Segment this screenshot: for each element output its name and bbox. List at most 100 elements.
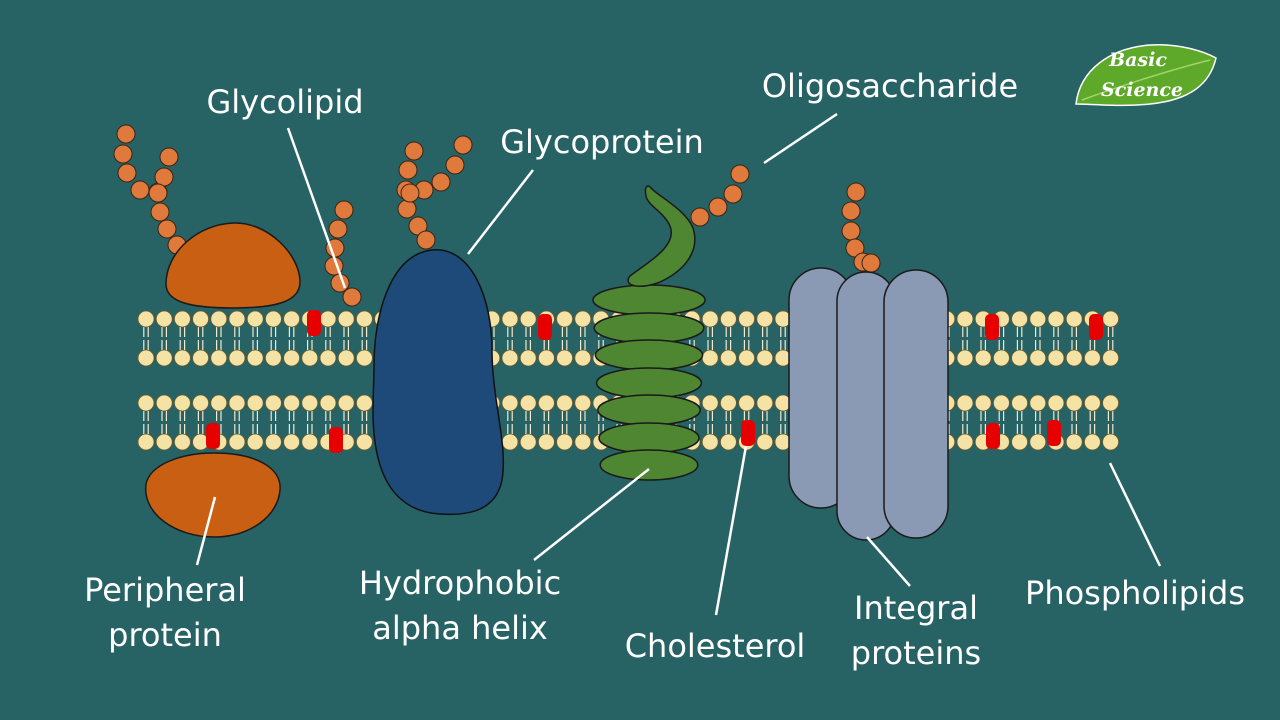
oligosaccharide-bead bbox=[113, 144, 133, 164]
phospholipid-head bbox=[264, 349, 282, 367]
phospholipid-head bbox=[574, 310, 592, 328]
phospholipid-head bbox=[538, 433, 555, 451]
label-oligosaccharide: Oligosaccharide bbox=[762, 67, 1018, 105]
phospholipid-head bbox=[192, 349, 210, 367]
oligosaccharide-chains bbox=[113, 124, 881, 307]
oligosaccharide-bead bbox=[116, 124, 136, 144]
phospholipid-head bbox=[701, 394, 719, 412]
phospholipid-head bbox=[738, 349, 755, 367]
phospholipid-head bbox=[1084, 394, 1101, 412]
phospholipid-head bbox=[337, 310, 355, 328]
alpha-helix bbox=[592, 185, 706, 481]
cholesterol-molecule bbox=[329, 427, 343, 453]
helix-coil bbox=[593, 312, 705, 344]
oligosaccharide-bead bbox=[159, 147, 179, 167]
phospholipid-head bbox=[210, 310, 228, 328]
phospholipid-head bbox=[137, 349, 155, 367]
peripheral-protein-top bbox=[165, 222, 301, 309]
phospholipid-head bbox=[556, 349, 573, 367]
phospholipid-head bbox=[264, 433, 282, 451]
phospholipid-head bbox=[1084, 349, 1101, 367]
integral-protein-right bbox=[883, 269, 949, 539]
phospholipid-head bbox=[1011, 433, 1028, 451]
phospholipid-head bbox=[1047, 349, 1065, 367]
phospholipid-head bbox=[1102, 433, 1119, 451]
phospholipid-head bbox=[228, 310, 246, 328]
phospholipid-head bbox=[192, 310, 210, 328]
phospholipid-head bbox=[228, 349, 246, 367]
phospholipid-head bbox=[173, 349, 191, 367]
phospholipid-head bbox=[355, 394, 373, 412]
label-glycoprotein: Glycoprotein bbox=[500, 123, 704, 161]
phospholipid-head bbox=[701, 349, 719, 367]
phospholipid-head bbox=[210, 394, 228, 412]
label-hydrophobic-line1: Hydrophobic bbox=[359, 564, 561, 602]
cholesterol-molecule bbox=[985, 314, 999, 340]
integral-proteins-pointer bbox=[866, 536, 911, 587]
oligosaccharide-bead bbox=[150, 202, 170, 222]
phospholipid-head bbox=[574, 394, 592, 412]
phospholipid-head bbox=[173, 394, 191, 412]
phospholipid-head bbox=[155, 394, 173, 412]
phospholipid-head bbox=[720, 433, 737, 451]
oligosaccharide-bead bbox=[398, 160, 418, 180]
phospholipid-head bbox=[519, 349, 537, 367]
phospholipid-head bbox=[720, 349, 737, 367]
cholesterol-molecule bbox=[206, 423, 220, 449]
phospholipid-head bbox=[720, 310, 737, 328]
oligosaccharide-bead bbox=[157, 219, 177, 239]
cholesterol-pointer bbox=[714, 445, 748, 616]
glycoprotein-body bbox=[372, 249, 505, 516]
phospholipid-head bbox=[1102, 394, 1119, 412]
phospholipid-head bbox=[756, 349, 774, 367]
phospholipid-head bbox=[956, 310, 974, 328]
phospholipid-head bbox=[173, 433, 191, 451]
phospholipid-head bbox=[1047, 310, 1065, 328]
phospholipid-head bbox=[956, 433, 974, 451]
phospholipid-head bbox=[1065, 433, 1083, 451]
cholesterol-group bbox=[206, 310, 1103, 453]
phospholipid-head bbox=[355, 433, 373, 451]
phospholipid-head bbox=[264, 394, 282, 412]
phospholipid-head bbox=[974, 349, 992, 367]
phospholipid-head bbox=[192, 394, 210, 412]
oligosaccharide-bead bbox=[416, 230, 436, 250]
phospholipid-head bbox=[301, 349, 319, 367]
oligosaccharide-pointer bbox=[763, 112, 838, 165]
phospholipid-head bbox=[137, 433, 155, 451]
phospholipid-head bbox=[519, 394, 537, 412]
phospholipid-head bbox=[738, 394, 755, 412]
phospholipid-head bbox=[956, 394, 974, 412]
phospholipid-head bbox=[1102, 349, 1119, 367]
leaf-vein-icon bbox=[1081, 59, 1211, 101]
phospholipid-head bbox=[1029, 394, 1047, 412]
oligosaccharide-bead bbox=[400, 183, 420, 203]
phospholipid-head bbox=[701, 433, 719, 451]
alpha-helix-pointer bbox=[533, 468, 650, 561]
phospholipid-head bbox=[337, 394, 355, 412]
oligosaccharide-bead bbox=[130, 180, 150, 200]
phospholipid-head bbox=[246, 310, 264, 328]
label-phospholipids: Phospholipids bbox=[1025, 574, 1245, 612]
phospholipid-head bbox=[301, 433, 319, 451]
phospholipid-head bbox=[319, 310, 337, 328]
phospholipid-head bbox=[538, 394, 555, 412]
phospholipid-head bbox=[1065, 394, 1083, 412]
oligosaccharide-bead bbox=[690, 207, 710, 227]
label-integral-line2: proteins bbox=[851, 634, 981, 672]
phospholipid-head bbox=[556, 394, 573, 412]
glycolipid-pointer bbox=[286, 127, 347, 289]
phospholipid-head bbox=[501, 310, 519, 328]
phospholipid-head bbox=[264, 310, 282, 328]
phospholipid-head bbox=[556, 310, 573, 328]
phospholipid-head bbox=[155, 433, 173, 451]
phospholipid-head bbox=[574, 349, 592, 367]
oligosaccharide-bead bbox=[117, 163, 137, 183]
peripheral-protein-bottom bbox=[145, 452, 281, 538]
phospholipid-head bbox=[319, 349, 337, 367]
label-peripheral-protein-line2: protein bbox=[108, 616, 222, 654]
oligosaccharide-bead bbox=[730, 164, 750, 184]
phospholipid-head bbox=[1102, 310, 1119, 328]
logo-text-line1: Basic bbox=[1108, 49, 1167, 71]
phospholipid-head bbox=[756, 433, 774, 451]
